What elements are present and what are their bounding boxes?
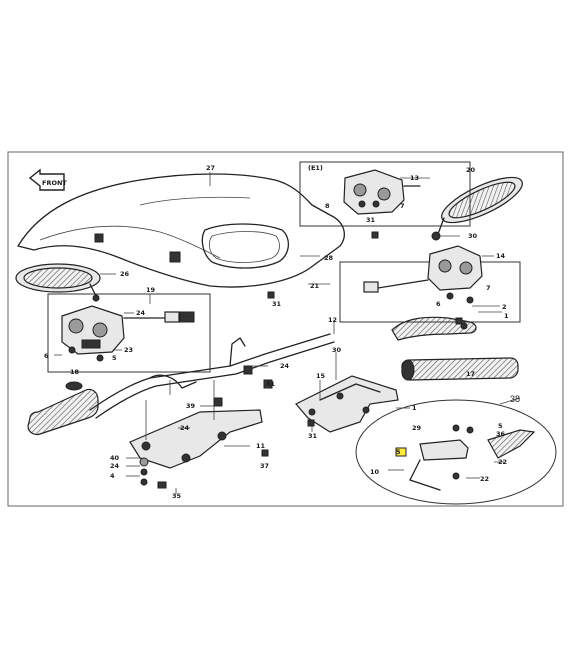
- part-label-12: 12: [328, 316, 337, 324]
- left-switch-box: [47, 293, 211, 373]
- part-label-7a: 7: [400, 202, 405, 210]
- brake-switch-assembly: [395, 424, 536, 491]
- part-label-31a: 31: [366, 216, 376, 224]
- part-label-22b: 22: [480, 475, 489, 483]
- leader-lines: [54, 172, 504, 494]
- part-label-14: 14: [496, 252, 506, 260]
- handlebar-upper-cover: [17, 173, 345, 288]
- part-label-30b: 30: [332, 346, 342, 354]
- left-mirror: [15, 263, 101, 302]
- fasteners: [139, 231, 463, 489]
- left-grip: [27, 381, 99, 436]
- e1-switch-box: [299, 161, 471, 227]
- front-arrow-icon: FRONT: [28, 168, 67, 191]
- part-label-5b: 5: [498, 422, 503, 430]
- part-label-23: 23: [124, 346, 133, 354]
- callout-38-label: 38: [510, 394, 520, 404]
- part-label-5a: 5: [112, 354, 117, 362]
- part-label-34: 24: [180, 424, 190, 432]
- part-label-1b: 1: [412, 404, 417, 412]
- part-label-29: 29: [412, 424, 422, 432]
- part-label-10: 10: [370, 468, 380, 476]
- part-label-36: 36: [496, 430, 506, 438]
- part-label-15: 15: [316, 372, 326, 380]
- part-label-18: 18: [70, 368, 80, 376]
- front-label: FRONT: [42, 179, 67, 187]
- part-label-2: 2: [502, 303, 507, 311]
- e1-switch-assembly: [343, 169, 421, 215]
- part-label-6b: 6: [44, 352, 49, 360]
- part-label-e1: (E1): [308, 164, 323, 172]
- part-label-20a: 20: [466, 166, 476, 174]
- part-label-24c: 24: [110, 462, 120, 470]
- part-label-21: 21: [310, 282, 320, 290]
- part-label-11: 11: [256, 442, 266, 450]
- left-switch-assembly: [61, 305, 195, 362]
- part-label-31b: 31: [272, 300, 282, 308]
- callout-38-oval: [355, 399, 557, 505]
- part-label-19: 19: [146, 286, 156, 294]
- part-label-5-highlighted: 5: [396, 448, 401, 456]
- part-label-26: 26: [120, 270, 130, 278]
- part-label-4: 4: [110, 472, 115, 480]
- part-label-31c: 31: [266, 380, 276, 388]
- right-mirror: [431, 176, 523, 241]
- right-brake-lever: [391, 316, 477, 341]
- part-label-31d: 31: [308, 432, 318, 440]
- part-label-40: 40: [110, 454, 120, 462]
- part-label-39: 39: [186, 402, 196, 410]
- right-switch-assembly: [363, 245, 483, 304]
- part-label-28: 28: [324, 254, 334, 262]
- part-label-1a: 1: [504, 312, 509, 320]
- part-label-30: 30: [468, 232, 478, 240]
- part-label-7b: 7: [486, 284, 491, 292]
- outer-frame: [7, 151, 564, 507]
- part-label-8a: 8: [325, 202, 330, 210]
- part-labels: 27 20 (E1) 13 8 7 31 30 28 14 26 21 7 19…: [44, 164, 509, 500]
- part-label-6a: 6: [436, 300, 441, 308]
- part-label-13: 13: [410, 174, 419, 182]
- part-label-27: 27: [206, 164, 215, 172]
- lower-bracket: [129, 380, 263, 469]
- center-bracket: [295, 352, 399, 433]
- part-label-17: 17: [466, 370, 475, 378]
- part-label-35: 35: [172, 492, 182, 500]
- handlebar: [89, 333, 335, 419]
- part-label-22a: 22: [498, 458, 507, 466]
- part-label-37: 37: [260, 462, 269, 470]
- right-grip: [401, 357, 519, 381]
- part-label-24a: 24: [136, 309, 146, 317]
- part-label-24b: 24: [280, 362, 290, 370]
